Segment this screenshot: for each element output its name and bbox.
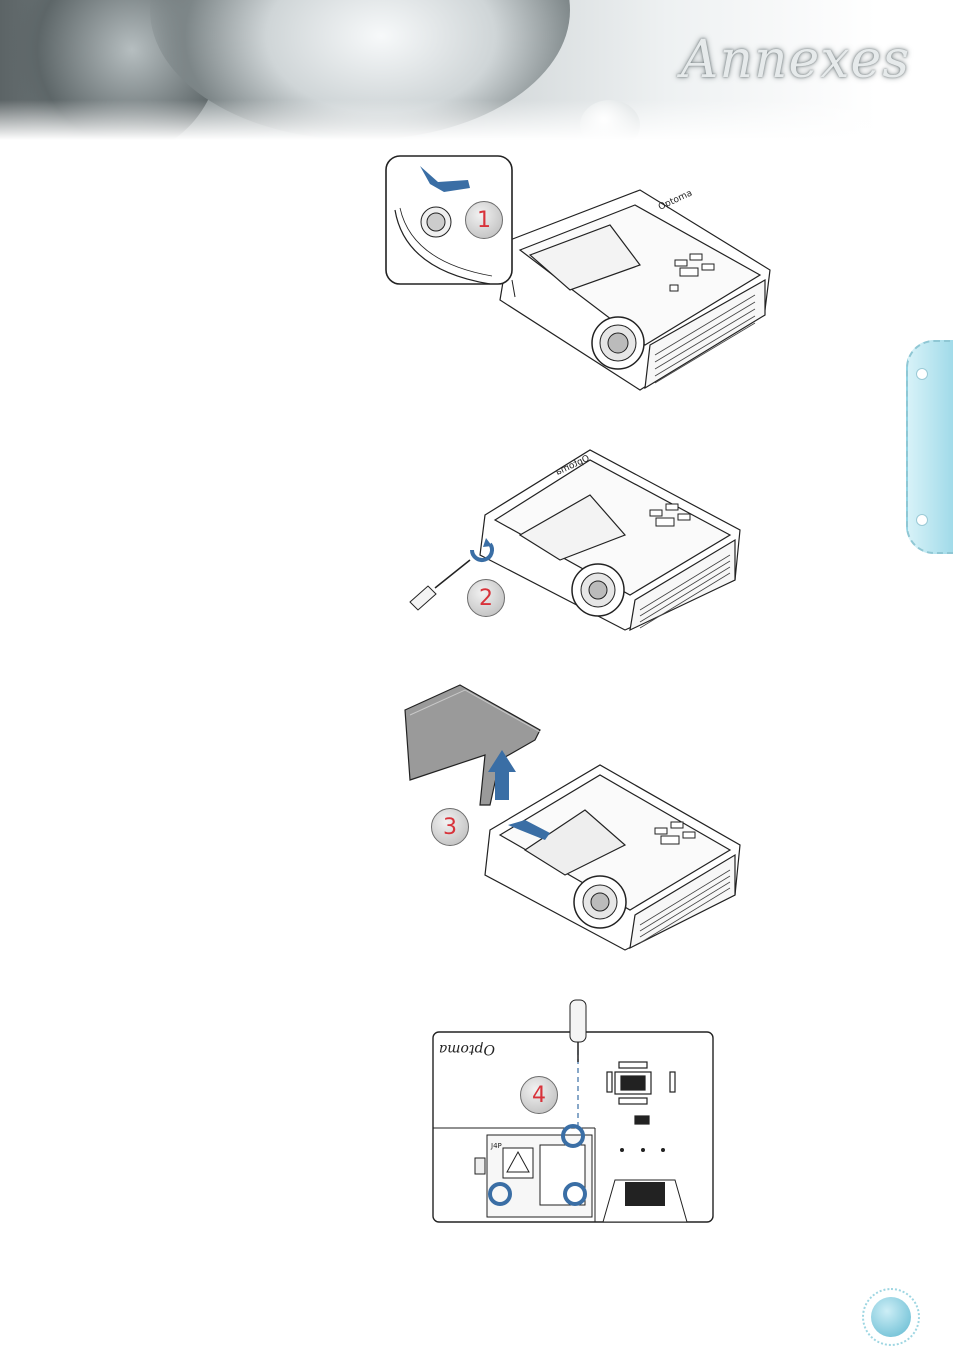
step-2-badge: 2: [467, 579, 505, 617]
step-1-illustration: Optoma: [380, 150, 780, 400]
brand-logo: Optoma: [439, 1041, 495, 1057]
section-title: Annexes: [640, 30, 910, 90]
step-2-illustration: Optoma: [400, 440, 760, 650]
step-1-badge: 1: [465, 201, 503, 239]
step-4-illustration: Optoma J4P: [425, 990, 725, 1240]
lamp-label: J4P: [490, 1142, 502, 1150]
page-number-circle: [871, 1297, 911, 1337]
step-4-badge: 4: [520, 1076, 558, 1114]
page-number-badge: [862, 1288, 920, 1346]
section-tab: [906, 340, 953, 554]
header-fade: [0, 100, 953, 140]
tab-dot: [916, 514, 928, 526]
brand-logo: Optoma: [657, 188, 694, 212]
section-tab-label: [926, 392, 953, 502]
screwdriver-icon: [410, 586, 436, 610]
tab-dot: [916, 368, 928, 380]
lamp-cover: [405, 685, 540, 805]
step-3-badge: 3: [431, 808, 469, 846]
screwdriver-icon: [570, 1000, 586, 1042]
